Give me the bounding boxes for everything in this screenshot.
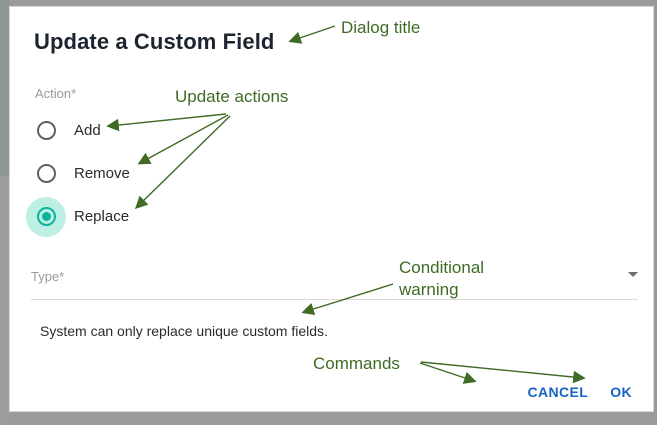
radio-checked-icon — [36, 207, 56, 226]
radio-unchecked-icon — [36, 164, 56, 183]
ok-button[interactable]: OK — [610, 384, 632, 400]
radio-unchecked-icon — [36, 121, 56, 140]
cancel-button[interactable]: CANCEL — [527, 384, 589, 400]
page-title: Update a Custom Field — [34, 29, 275, 54]
left-gutter-lower — [0, 176, 9, 425]
chevron-down-icon[interactable] — [628, 272, 638, 277]
radio-option-add[interactable]: Add — [26, 109, 130, 152]
radio-remove-hitarea[interactable] — [26, 154, 66, 194]
type-field-label: Type* — [31, 269, 65, 284]
action-radio-group: Add Remove Replace — [26, 109, 130, 238]
update-custom-field-dialog: Update a Custom Field Action* Add Remove — [9, 6, 654, 412]
radio-add-hitarea[interactable] — [26, 111, 66, 151]
radio-option-replace-label: Replace — [74, 208, 130, 225]
radio-option-add-label: Add — [74, 122, 101, 139]
radio-dot — [42, 126, 51, 135]
radio-option-replace[interactable]: Replace — [26, 195, 130, 238]
radio-dot — [41, 212, 51, 221]
conditional-warning-text: System can only replace unique custom fi… — [40, 323, 328, 339]
action-field-label: Action* — [35, 86, 77, 101]
radio-option-remove[interactable]: Remove — [26, 152, 130, 195]
dialog-command-bar: CANCEL OK — [527, 384, 632, 400]
radio-replace-hitarea[interactable] — [26, 196, 66, 237]
radio-option-remove-label: Remove — [74, 165, 130, 182]
radio-dot — [42, 169, 51, 178]
type-field-underline — [31, 299, 638, 300]
